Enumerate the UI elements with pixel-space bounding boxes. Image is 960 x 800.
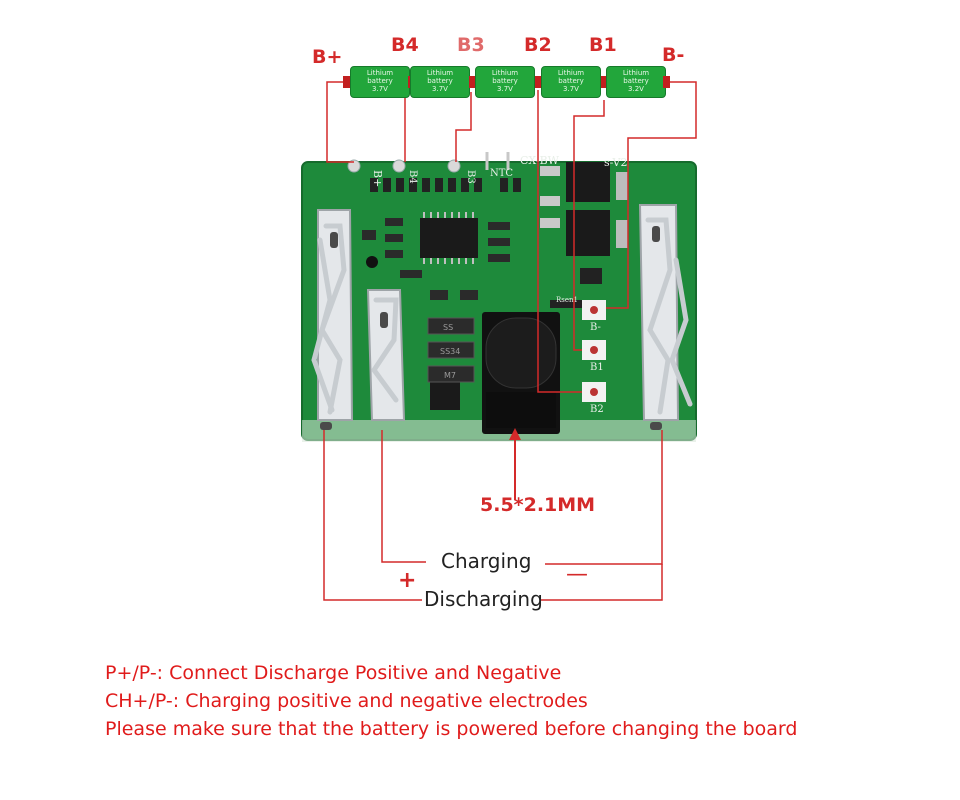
plus-sign: + <box>398 568 416 593</box>
cell-1-voltage: 3.7V <box>351 85 409 93</box>
cell-5-voltage: 3.2V <box>607 85 665 93</box>
cell-3-line2: battery <box>476 77 534 85</box>
label-b-plus: B+ <box>312 46 342 68</box>
silk-ntc: NTC <box>490 168 513 179</box>
cell-3-voltage: 3.7V <box>476 85 534 93</box>
cell-1-line2: battery <box>351 77 409 85</box>
silk-version: s-V2 <box>604 156 628 169</box>
silk-pad-b1: B1 <box>590 362 604 373</box>
label-b-minus: B- <box>662 44 684 66</box>
label-b1: B1 <box>589 34 617 56</box>
diode-label-2: SS34 <box>440 347 460 356</box>
label-b3: B3 <box>457 34 485 56</box>
cell-3-line1: Lithium <box>476 69 534 77</box>
cell-5-line2: battery <box>607 77 665 85</box>
diode-label-3: M7 <box>444 371 456 380</box>
cell-2-voltage: 3.7V <box>411 85 469 93</box>
cell-terminal-bminus <box>663 76 670 88</box>
wire-discharging-minus <box>540 564 662 600</box>
discharging-label: Discharging <box>424 587 543 611</box>
wire-charging-plus <box>382 430 426 562</box>
note-line-1: P+/P-: Connect Discharge Positive and Ne… <box>105 662 561 684</box>
battery-cell-5: Lithium battery 3.2V <box>606 66 666 98</box>
cell-5-line1: Lithium <box>607 69 665 77</box>
diode-label-1: SS <box>443 323 453 332</box>
main-ic-chip <box>420 212 478 264</box>
wire-b3 <box>456 92 471 162</box>
silk-pad-b4: B4 <box>407 170 418 184</box>
cell-1-line1: Lithium <box>351 69 409 77</box>
label-b4: B4 <box>391 34 419 56</box>
battery-cell-1: Lithium battery 3.7V <box>350 66 410 98</box>
right-pads <box>582 300 606 402</box>
cell-4-line2: battery <box>542 77 600 85</box>
cell-terminal-bplus <box>343 76 350 88</box>
note-line-2: CH+/P-: Charging positive and negative e… <box>105 690 588 712</box>
note-line-3: Please make sure that the battery is pow… <box>105 718 797 740</box>
minus-sign: — <box>566 562 588 587</box>
cell-2-line1: Lithium <box>411 69 469 77</box>
dc-barrel-jack <box>482 312 560 434</box>
connector-size-label: 5.5*2.1MM <box>480 494 595 516</box>
silk-pad-bplus: B+ <box>371 170 384 187</box>
cell-4-line1: Lithium <box>542 69 600 77</box>
silk-pad-bminus: B- <box>590 322 601 333</box>
charging-label: Charging <box>441 549 531 573</box>
silk-pad-b2: B2 <box>590 404 604 415</box>
battery-cell-4: Lithium battery 3.7V <box>541 66 601 98</box>
silk-pad-b3: B3 <box>465 170 476 184</box>
battery-cell-2: Lithium battery 3.7V <box>410 66 470 98</box>
cell-2-line2: battery <box>411 77 469 85</box>
cell-4-voltage: 3.7V <box>542 85 600 93</box>
battery-cell-3: Lithium battery 3.7V <box>475 66 535 98</box>
silk-model: CX-BW <box>520 154 560 167</box>
label-b2: B2 <box>524 34 552 56</box>
